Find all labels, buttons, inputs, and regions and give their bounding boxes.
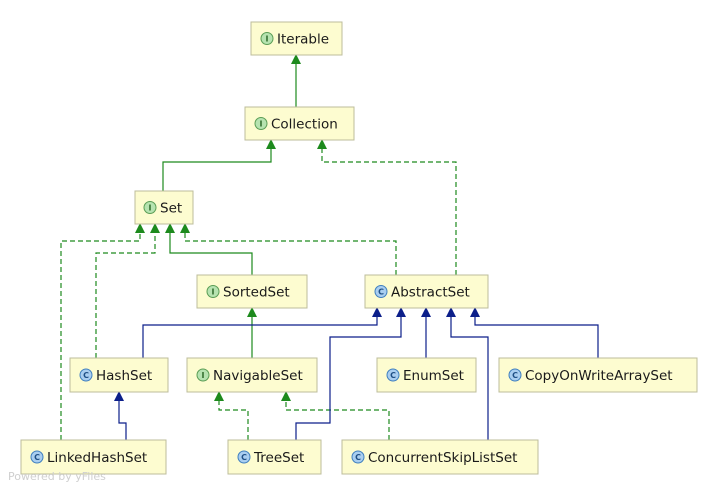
svg-text:C: C (241, 453, 247, 462)
node-concurrentskiplistset[interactable]: C ConcurrentSkipListSet (341, 439, 539, 475)
node-label: EnumSet (403, 368, 464, 384)
node-label: CopyOnWriteArraySet (525, 368, 673, 384)
node-enumset[interactable]: C EnumSet (376, 357, 477, 393)
interface-icon: I (254, 117, 268, 130)
node-label: Set (160, 201, 182, 217)
edge-cowas-extends-abstractset (470, 307, 599, 358)
svg-text:C: C (34, 453, 40, 462)
node-navigableset[interactable]: I NavigableSet (186, 357, 318, 393)
watermark: Powered by yFiles (8, 470, 106, 483)
svg-text:C: C (390, 371, 396, 380)
edge-treeset-implements-navigableset (214, 391, 249, 440)
svg-text:I: I (212, 287, 215, 296)
class-icon: C (237, 450, 251, 464)
node-treeset[interactable]: C TreeSet (227, 439, 322, 475)
svg-text:I: I (266, 34, 269, 43)
class-icon: C (79, 368, 93, 382)
edge-linkedhashset-implements-set (60, 223, 145, 440)
svg-text:C: C (512, 371, 518, 380)
edge-set-extends-collection (162, 139, 276, 191)
node-label: TreeSet (253, 450, 304, 466)
node-label: NavigableSet (213, 368, 303, 384)
node-label: LinkedHashSet (47, 450, 147, 466)
edge-abstractset-implements-set (180, 223, 397, 275)
class-icon: C (30, 450, 44, 464)
svg-text:C: C (355, 453, 361, 462)
abstract-class-icon: C (386, 368, 400, 382)
node-copyonwritearrayset[interactable]: C CopyOnWriteArraySet (498, 357, 698, 393)
svg-text:I: I (202, 371, 205, 380)
edge-csls-implements-navigableset (281, 391, 390, 440)
interface-icon: I (196, 368, 210, 382)
node-collection[interactable]: I Collection (244, 106, 355, 141)
svg-text:I: I (149, 203, 152, 212)
edge-hashset-implements-set (95, 223, 160, 358)
svg-text:C: C (83, 371, 89, 380)
interface-icon: I (206, 285, 220, 298)
node-linkedhashset[interactable]: C LinkedHashSet (20, 439, 167, 475)
node-label: Iterable (277, 32, 329, 48)
node-hashset[interactable]: C HashSet (69, 357, 169, 393)
node-label: ConcurrentSkipListSet (368, 450, 517, 466)
node-set[interactable]: I Set (134, 190, 194, 225)
svg-text:C: C (378, 287, 384, 296)
edge-sortedset-extends-set (165, 223, 253, 275)
node-iterable[interactable]: I Iterable (250, 21, 343, 56)
abstract-class-icon: C (374, 285, 388, 298)
node-abstractset[interactable]: C AbstractSet (364, 274, 489, 309)
edge-hashset-extends-abstractset (142, 307, 382, 358)
svg-text:I: I (260, 119, 263, 128)
node-label: SortedSet (223, 285, 290, 301)
node-sortedset[interactable]: I SortedSet (196, 274, 308, 309)
edges (60, 54, 599, 440)
interface-icon: I (143, 201, 157, 214)
interface-icon: I (260, 32, 274, 45)
node-label: HashSet (96, 368, 152, 384)
edge-csls-extends-abstractset (446, 307, 489, 440)
node-label: AbstractSet (391, 285, 470, 301)
edge-abstractset-implements-collection (317, 139, 457, 275)
node-label: Collection (271, 117, 338, 133)
edge-linkedhashset-extends-hashset (114, 391, 127, 440)
class-icon: C (508, 368, 522, 382)
edge-treeset-extends-abstractset (295, 307, 406, 440)
class-icon: C (351, 450, 365, 464)
